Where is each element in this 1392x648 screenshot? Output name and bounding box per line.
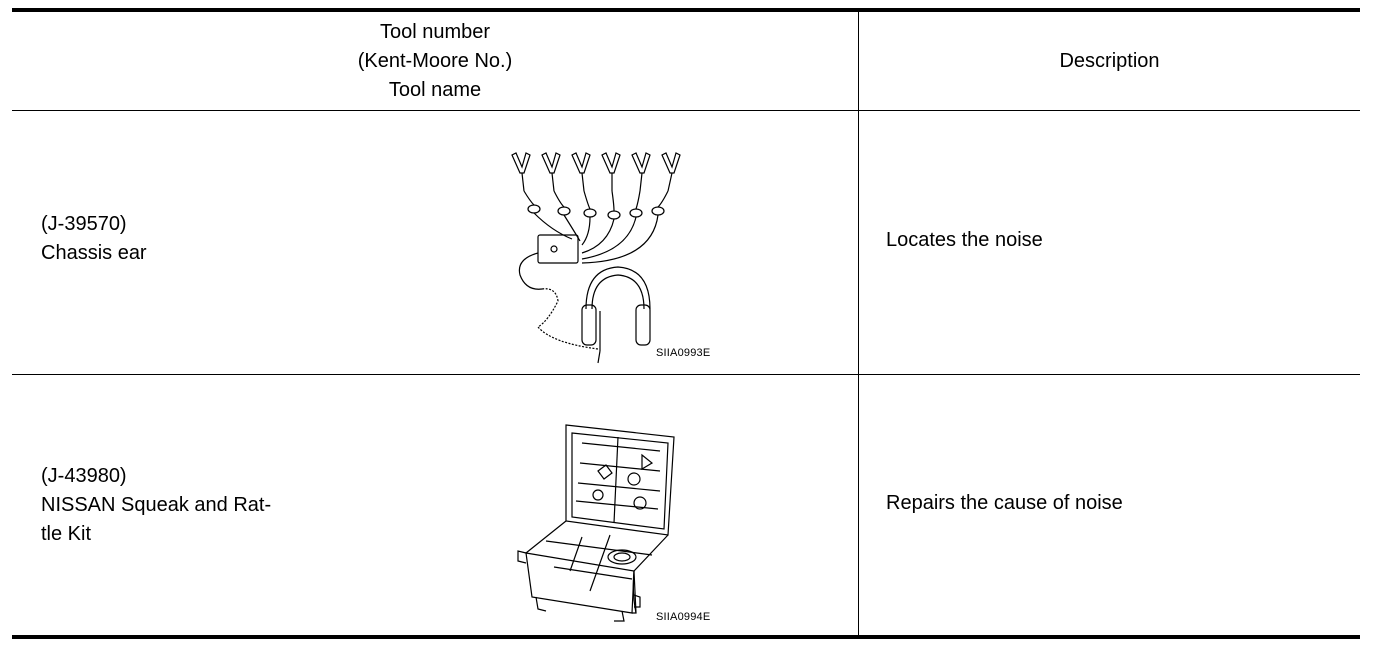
column-divider — [858, 12, 859, 635]
header-kent-moore: (Kent-Moore No.) — [357, 50, 513, 72]
header-description: Description — [859, 12, 1360, 111]
header-tool-name: Tool name — [388, 79, 482, 101]
tool-description: Repairs the cause of noise — [886, 492, 1123, 514]
tool-number: (J-39570) — [41, 213, 127, 235]
tool-name-line-2: tle Kit — [41, 523, 92, 545]
table-header-row: Tool number (Kent-Moore No.) Tool name D… — [12, 12, 1360, 111]
tool-name: Chassis ear — [41, 242, 147, 264]
clip-icon — [601, 152, 621, 191]
header-tool-column: Tool number (Kent-Moore No.) Tool name — [12, 18, 858, 105]
clip-icon — [631, 152, 651, 192]
tool-number: (J-43980) — [41, 465, 127, 487]
figure-code: SIIA0993E — [656, 347, 711, 359]
clip-icon — [661, 152, 681, 192]
tool-name-line-1: NISSAN Squeak and Rat- — [41, 494, 272, 516]
clip-icon — [541, 152, 561, 192]
table-row: (J-39570) Chassis ear — [12, 111, 1360, 375]
clip-icon — [511, 152, 531, 192]
tool-identifier: (J-43980) NISSAN Squeak and Rat- tle Kit — [41, 462, 341, 549]
tool-description: Locates the noise — [886, 229, 1043, 251]
clip-icon — [571, 152, 591, 192]
tool-identifier: (J-39570) Chassis ear — [41, 210, 341, 268]
table-row: (J-43980) NISSAN Squeak and Rat- tle Kit — [12, 375, 1360, 639]
headphones-icon — [581, 266, 651, 364]
squeak-rattle-kit-illustration — [517, 424, 675, 622]
header-tool-number: Tool number — [379, 21, 491, 43]
header-description-label: Description — [1059, 50, 1160, 72]
chassis-ear-illustration — [511, 152, 681, 364]
special-tools-table: Tool number (Kent-Moore No.) Tool name D… — [12, 8, 1360, 639]
control-box-icon — [537, 234, 579, 264]
figure-code: SIIA0994E — [656, 611, 711, 623]
toolbox-icon — [517, 424, 675, 622]
